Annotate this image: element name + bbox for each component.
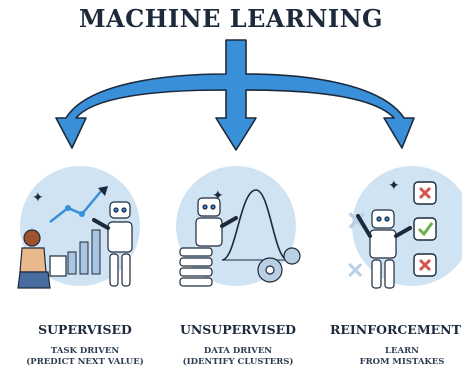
svg-text:✕: ✕ <box>346 258 364 284</box>
category-label-unsupervised: UNSUPERVISED <box>179 322 297 337</box>
check-icon <box>413 217 437 241</box>
server-icon <box>179 247 213 287</box>
category-label-supervised: SUPERVISED <box>38 322 132 337</box>
unsupervised-illustration: ✦ <box>176 166 301 287</box>
person-icon <box>17 229 67 289</box>
svg-text:✕: ✕ <box>346 207 368 237</box>
svg-text:✦: ✦ <box>32 190 44 206</box>
diagram-title: MACHINE LEARNING <box>78 4 384 33</box>
gear-icon <box>257 247 301 283</box>
robot-icon <box>195 197 238 247</box>
robot-icon <box>356 209 412 289</box>
category-desc-unsupervised: DATA DRIVEN(IDENTIFY CLUSTERS) <box>182 346 294 367</box>
robot-icon <box>92 201 133 287</box>
chart-icon <box>67 229 101 275</box>
reinforcement-illustration: ✕ ✕ ✦ <box>346 166 462 289</box>
supervised-illustration: ✦ <box>17 166 140 289</box>
category-label-reinforcement: REINFORCEMENT <box>330 322 461 337</box>
background-circle <box>352 166 462 286</box>
category-desc-supervised: TASK DRIVEN(PREDICT NEXT VALUE) <box>26 346 144 367</box>
svg-text:✦: ✦ <box>388 178 400 194</box>
